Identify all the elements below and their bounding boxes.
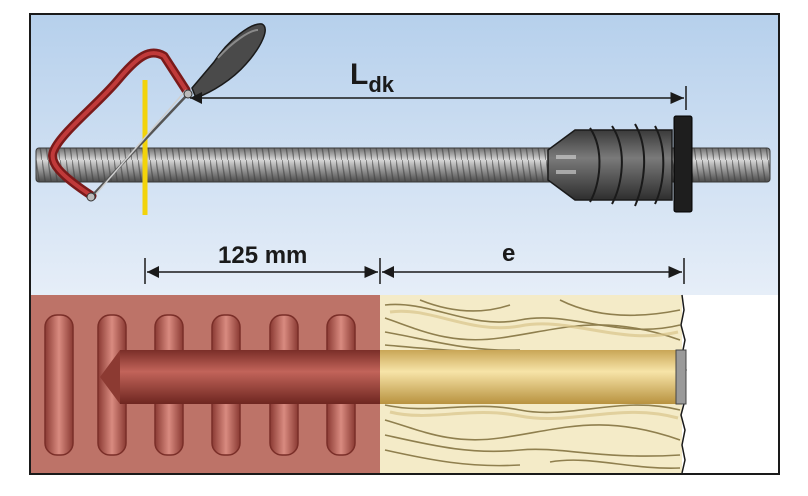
length-label-main: L [350, 58, 368, 91]
length-label-subscript: dk [368, 72, 394, 97]
installed-rod [100, 349, 687, 405]
hacksaw-icon [48, 23, 266, 202]
anchor-plug [547, 115, 693, 213]
depth-label: 125 mm [218, 242, 307, 269]
insulation-dimension: e [382, 240, 685, 284]
insulation-label: e [502, 240, 515, 267]
depth-dimension: 125 mm [144, 242, 381, 284]
length-label: Ldk [350, 58, 395, 97]
length-dimension: Ldk [190, 58, 687, 110]
